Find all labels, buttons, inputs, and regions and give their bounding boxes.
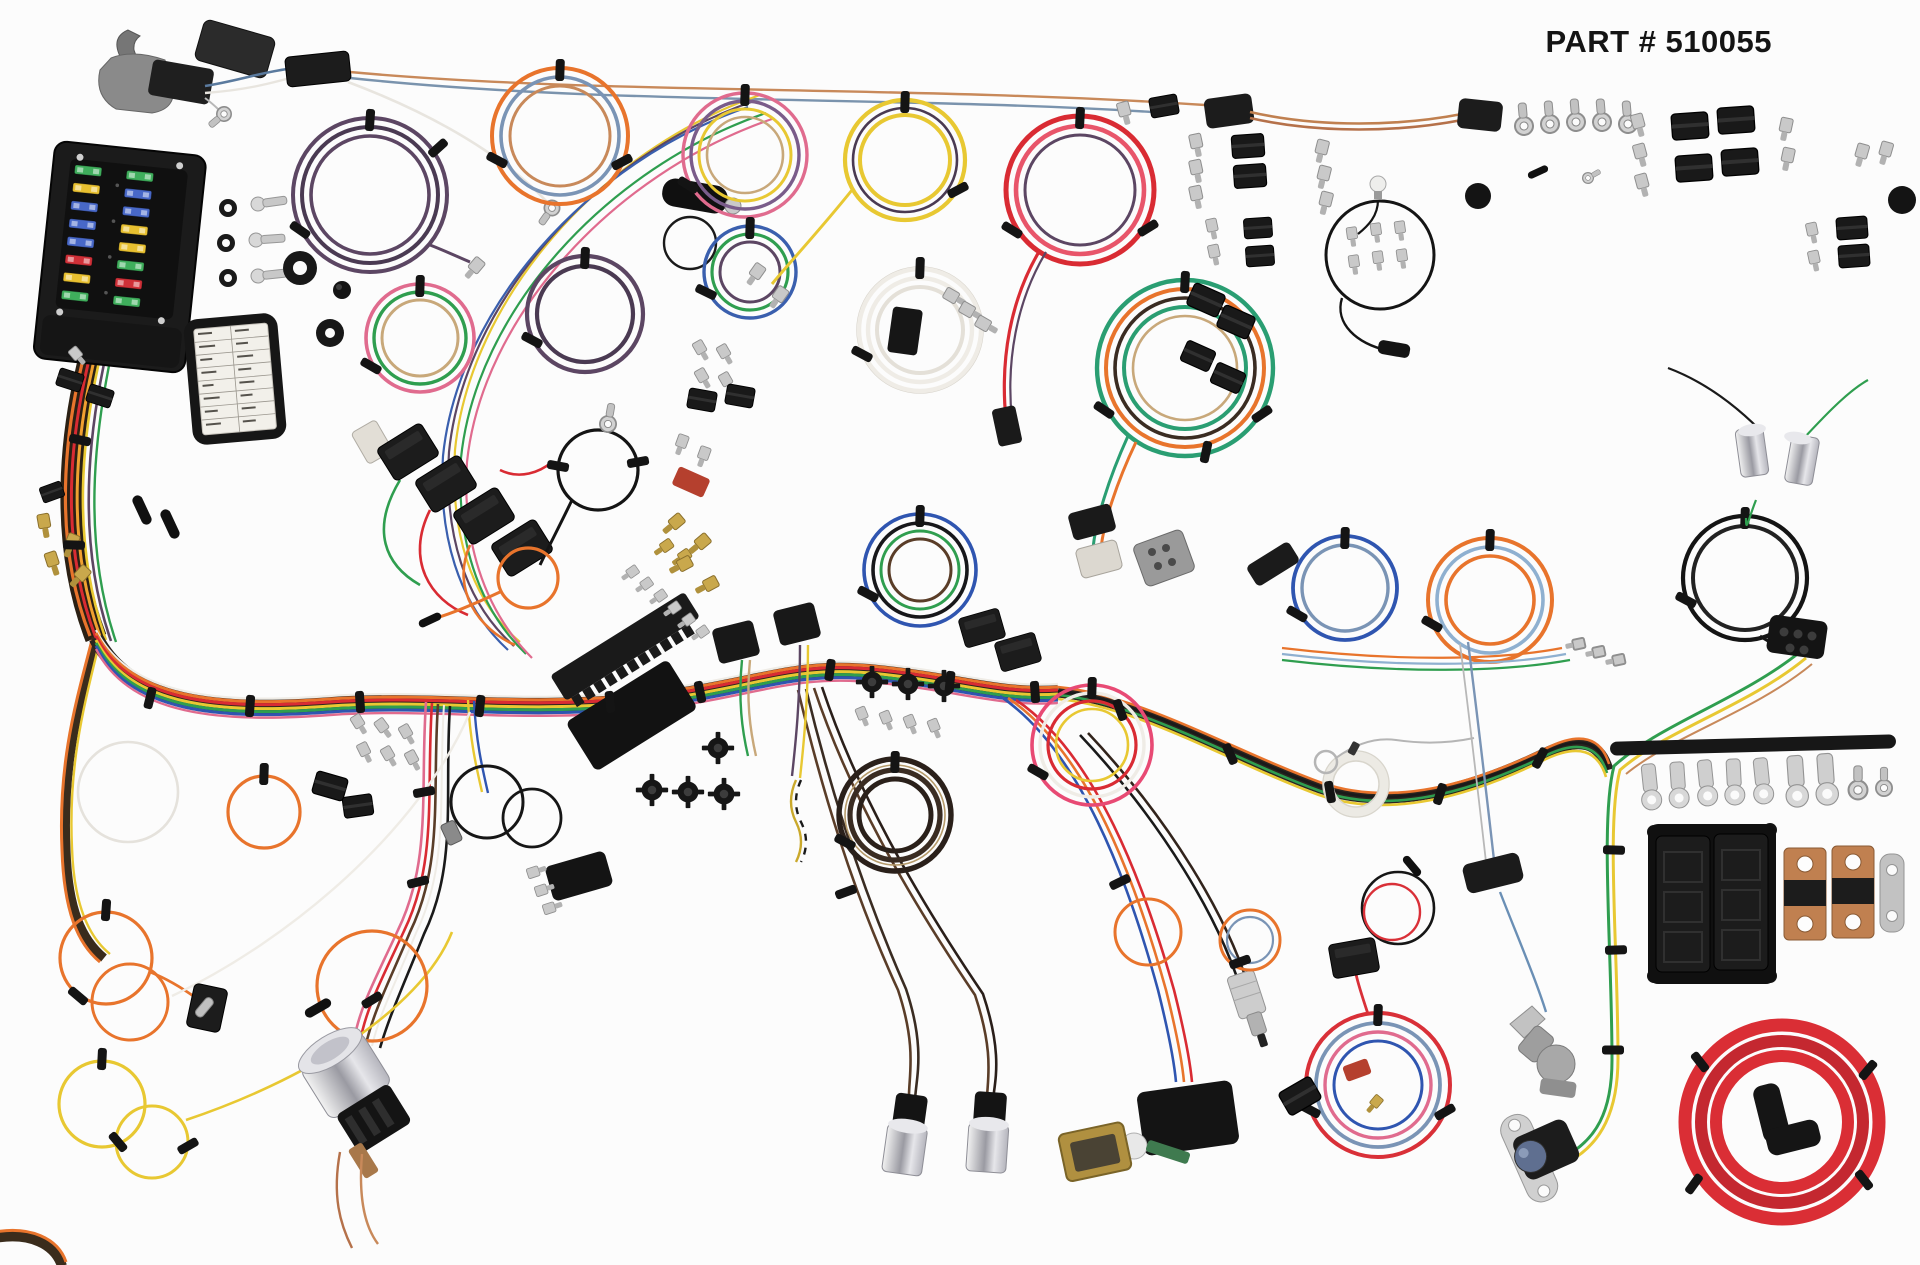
firewall-grommets — [283, 251, 351, 347]
ignition-branch — [352, 701, 452, 1049]
bottom-left-bundle-stub — [0, 1229, 68, 1265]
white-wire-loop — [76, 740, 180, 844]
yellow-wire-coil — [742, 90, 970, 312]
red-blue-coil — [1298, 973, 1457, 1159]
toggle-switch — [186, 983, 228, 1033]
pink-white-coil — [1026, 676, 1154, 807]
inline-connector-blue — [1459, 641, 1548, 1013]
copper-maxi-fuses — [1783, 845, 1905, 941]
legend-text-lines — [197, 328, 256, 426]
rubber-knob-2 — [1888, 186, 1916, 214]
pink-green-tan-coil — [359, 274, 476, 394]
orange-loops-small — [1113, 897, 1282, 972]
blue-green-coil — [694, 216, 798, 320]
loop-branch — [466, 699, 490, 794]
ground-wire-loop — [538, 401, 650, 566]
fuse-legend-card — [183, 313, 287, 445]
relay-with-loop — [1327, 854, 1436, 980]
battery-boot — [1753, 1083, 1821, 1156]
green-orange-teal-coil — [1091, 270, 1276, 549]
red-wire-coil — [992, 106, 1160, 447]
pink-purple-yellow-coil — [676, 83, 809, 219]
orange-blue-wire-coil — [485, 58, 634, 206]
relay-cluster — [351, 420, 555, 647]
chrome-light-sockets — [1667, 366, 1869, 526]
chrome-courtesy-light-sockets — [881, 1091, 1010, 1177]
terminal-cluster-mid — [659, 338, 757, 598]
weatherpack-connector — [1766, 615, 1828, 659]
white-wire-coil — [850, 256, 1001, 394]
ignition-switch — [298, 929, 429, 1249]
black-loops-small — [440, 764, 563, 849]
dark-brown-coil — [833, 750, 954, 874]
four-pin-connector — [525, 851, 613, 916]
blue-black-multi-coil — [856, 504, 978, 628]
purple-wire-coil — [288, 108, 487, 282]
orange-pigtail-loop — [417, 546, 560, 629]
blue-wire-coil — [1247, 526, 1399, 642]
copper-jumper-wire — [1115, 93, 1503, 132]
dimmer-switch — [1509, 1005, 1577, 1098]
heat-shrink-tube — [1610, 734, 1896, 756]
tail-light-lead — [1563, 650, 1813, 1164]
brake-light-switch — [1227, 969, 1268, 1048]
gearbox-branch — [999, 694, 1194, 1083]
red-battery-cable-coil — [1678, 1018, 1886, 1226]
fuse-box — [33, 140, 207, 374]
rubber-knob — [1465, 183, 1491, 209]
part-number-label: PART # 510055 — [1546, 24, 1773, 59]
backup-light-assembly — [1500, 1113, 1580, 1203]
neutral-safety-switch — [1057, 1080, 1239, 1183]
orange-relay-pigtail — [226, 762, 375, 850]
maxi-fuse-holder — [1647, 823, 1777, 984]
steering-column-connector — [98, 19, 352, 133]
steel-safety-cable — [1313, 737, 1475, 775]
courtesy-branch — [796, 686, 998, 1101]
bulb-and-loop — [1324, 175, 1436, 358]
bulkhead-connector — [551, 537, 821, 863]
steel-link-plate — [1879, 853, 1905, 933]
purple-wire-coil-2 — [520, 246, 646, 375]
quadrant-d-top-band — [1281, 637, 1627, 671]
orange-wire-loops — [58, 711, 472, 1042]
column-feed-wires — [441, 93, 773, 659]
green-coil-connectors — [1068, 503, 1195, 587]
